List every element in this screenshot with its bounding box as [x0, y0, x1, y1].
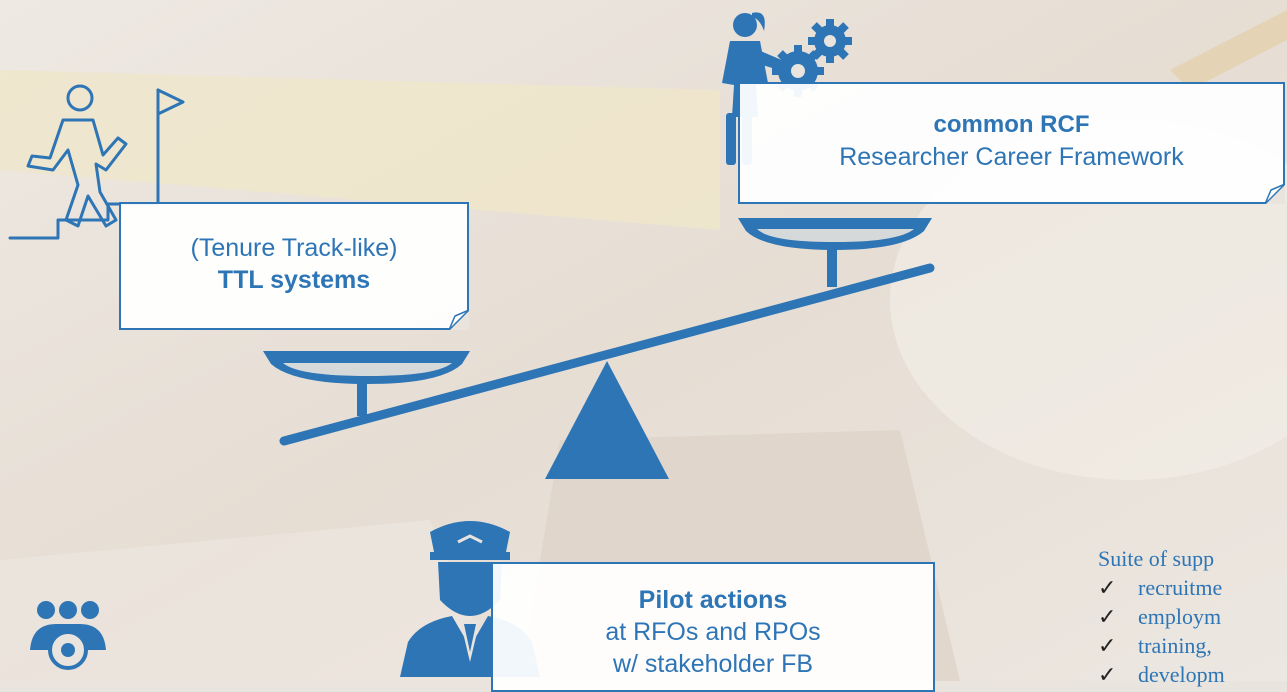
check-icon: ✓: [1098, 662, 1117, 687]
ttl-systems-card: (Tenure Track-like) TTL systems: [119, 202, 469, 330]
pilot-line2: at RFOs and RPOs: [605, 618, 821, 646]
support-item: ✓ recruitme: [1098, 573, 1225, 602]
folded-corner-icon: [449, 310, 469, 330]
support-heading: Suite of supp: [1098, 546, 1215, 571]
pilot-line1: Pilot actions: [638, 586, 788, 614]
support-item-label: training,: [1138, 633, 1212, 658]
rcf-card: common RCF Researcher Career Framework: [738, 82, 1285, 204]
support-item: ✓ training,: [1098, 631, 1225, 660]
support-list: Suite of supp ✓ recruitme ✓ employm ✓ train…: [1098, 544, 1225, 689]
support-item-label: developm: [1138, 662, 1225, 687]
support-item: ✓ developm: [1098, 660, 1225, 689]
check-icon: ✓: [1098, 575, 1117, 600]
ttl-line2: TTL systems: [217, 266, 371, 294]
rcf-line1: common RCF: [933, 111, 1090, 138]
team-target-icon: [30, 601, 106, 670]
pilot-line3: w/ stakeholder FB: [612, 650, 814, 678]
support-item: ✓ employm: [1098, 602, 1225, 631]
support-item-label: employm: [1138, 604, 1222, 629]
support-item-label: recruitme: [1138, 575, 1223, 600]
ttl-line1: (Tenure Track-like): [190, 234, 398, 262]
rcf-line2: Researcher Career Framework: [839, 142, 1184, 171]
folded-corner-icon: [1265, 184, 1285, 204]
check-icon: ✓: [1098, 633, 1117, 658]
check-icon: ✓: [1098, 604, 1117, 629]
pilot-actions-card: Pilot actions at RFOs and RPOs w/ stakeh…: [491, 562, 935, 692]
